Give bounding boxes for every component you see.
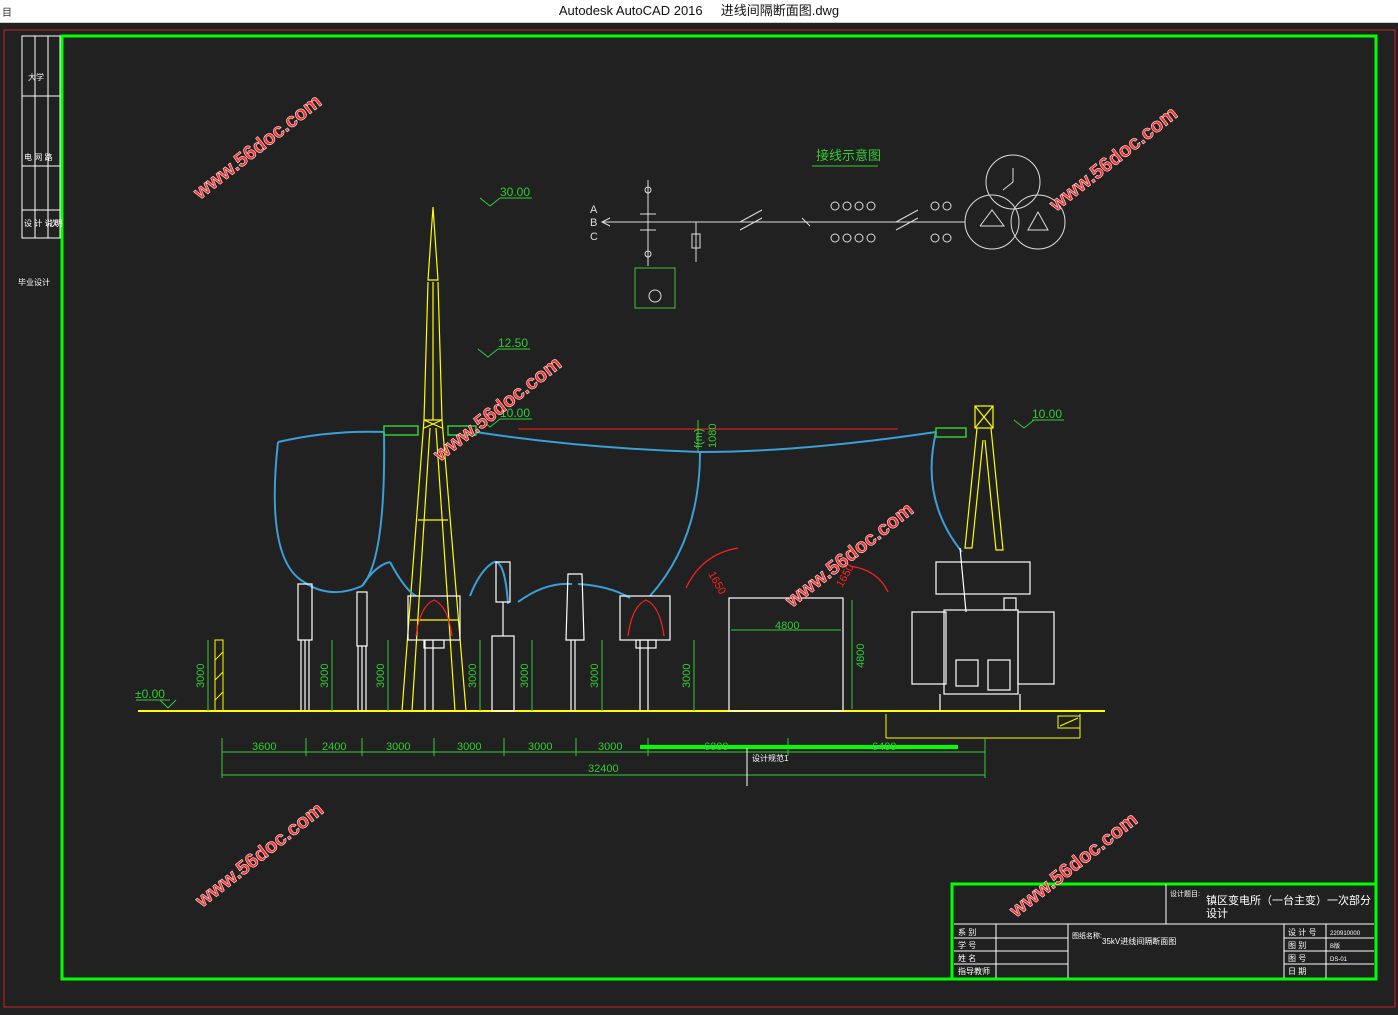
wiring-schematic: 接线示意图 A B C [590,148,1066,309]
elevation-30: 30.00 [479,185,532,207]
design-title-label: 设计题目: [1170,889,1200,898]
insulator-strings [383,425,967,438]
watermark-3: www.56doc.com [429,353,566,467]
strip-cell-4: 次 [50,218,58,228]
drawing-canvas[interactable]: 大学 电 网 路 设 计 说 明 次 毕业设计 30.00 12.50 10.0… [0,23,1398,1010]
elevation-12-50: 12.50 [477,336,530,358]
title-bar: 目 Autodesk AutoCAD 2016 进线间隔断面图.dwg [0,0,1398,23]
strip-cell-3: 设 计 说 明 [24,218,63,228]
label-name: 姓 名 [958,953,976,963]
elevation-10-right: 10.00 [1013,407,1064,429]
height-dim-5: 3000 [519,664,531,688]
label-drawing-no: 图 号 [1288,954,1306,963]
strip-cell-2: 电 网 路 [24,152,52,162]
label-design-no: 设 计 号 [1288,927,1316,937]
watermark-4: www.56doc.com [781,499,918,613]
design-note: 设计规范1 [752,753,789,763]
strip-side-text: 毕业设计 [18,277,50,287]
sag-marker: f(m) 1080 [693,420,719,452]
label-advisor: 指导教师 [958,966,990,976]
cad-drawing: 大学 电 网 路 设 计 说 明 次 毕业设计 30.00 12.50 10.0… [3,29,1396,1008]
fence-post [214,639,224,712]
ground-hatch [1057,715,1081,729]
title-block: 设计题目: 镇区变电所（一台主变）一次部分设计 图纸名称: 35kV进线间隔断面… [950,882,1378,981]
lightning-mast [401,206,467,712]
drawing-name: 35kV进线间隔断面图 [1102,936,1176,946]
conductors [273,430,963,605]
clearance-left: 1650 [705,570,728,597]
spacing-4: 3000 [457,741,481,753]
height-dims [207,640,695,711]
spacing-8: 6400 [872,741,896,753]
label-date: 日 期 [1288,967,1306,976]
spacing-6: 3000 [598,741,622,753]
svg-text:30.00: 30.00 [500,185,530,199]
value-design-no: 220910000 [1330,931,1361,937]
value-drawing-no: DS-01 [1330,957,1348,963]
sheet-border [3,29,1396,1008]
label-id: 学 号 [958,940,976,950]
height-dim-2: 3000 [319,664,331,688]
height-dim-1: 3000 [195,664,207,688]
watermarks: www.56doc.com www.56doc.com www.56doc.co… [188,90,1182,923]
elevation-0: ±0.00 [135,687,177,709]
svg-text:1080: 1080 [707,424,719,448]
value-drawing-type: B版 [1330,942,1340,950]
drawing-name-label: 图纸名称: [1072,931,1102,940]
height-dim-7: 3000 [681,664,693,688]
svg-text:10.00: 10.00 [1032,407,1062,421]
watermark-5: www.56doc.com [191,799,328,913]
watermark-1: www.56doc.com [189,91,326,205]
spacing-3: 3000 [386,741,410,753]
height-dim-4: 3000 [467,664,479,688]
height-dim-6: 3000 [589,664,601,688]
switch-arcs [415,547,889,637]
watermark-2: www.56doc.com [1045,103,1182,217]
spacing-dim-lines [221,738,986,786]
spacing-7: 6000 [704,741,728,753]
portal-frame [964,405,1004,551]
svg-text:12.50: 12.50 [498,336,528,350]
height-dim-3: 3000 [375,664,387,688]
app-title: Autodesk AutoCAD 2016 [558,3,703,18]
menu-icon[interactable]: 目 [2,8,12,19]
watermark-6: www.56doc.com [1005,809,1142,923]
design-title: 镇区变电所（一台主变）一次部分设计 [1206,894,1371,920]
file-name: 进线间隔断面图.dwg [720,3,840,18]
phase-c: C [590,231,598,243]
total-length: 32400 [588,763,619,775]
building-height: 4800 [855,644,867,668]
label-dept: 系 别 [958,927,976,937]
strip-cell-1: 大学 [28,72,44,82]
elevation-10-left: 10.00 [479,406,532,428]
svg-text:±0.00: ±0.00 [135,687,165,701]
phase-b: B [590,217,597,229]
spacing-1: 3600 [252,741,276,753]
svg-text:10.00: 10.00 [500,406,530,420]
building-width: 4800 [775,620,799,632]
spacing-2: 2400 [322,741,346,753]
svg-text:f(m): f(m) [693,428,705,448]
wiring-title: 接线示意图 [816,148,881,163]
spacing-5: 3000 [528,741,552,753]
drawing-frame [60,34,1378,981]
equipment [297,547,1055,712]
left-strip: 大学 电 网 路 设 计 说 明 次 毕业设计 [18,35,63,287]
label-drawing-type: 图 别 [1288,941,1306,950]
phase-a: A [590,204,598,216]
